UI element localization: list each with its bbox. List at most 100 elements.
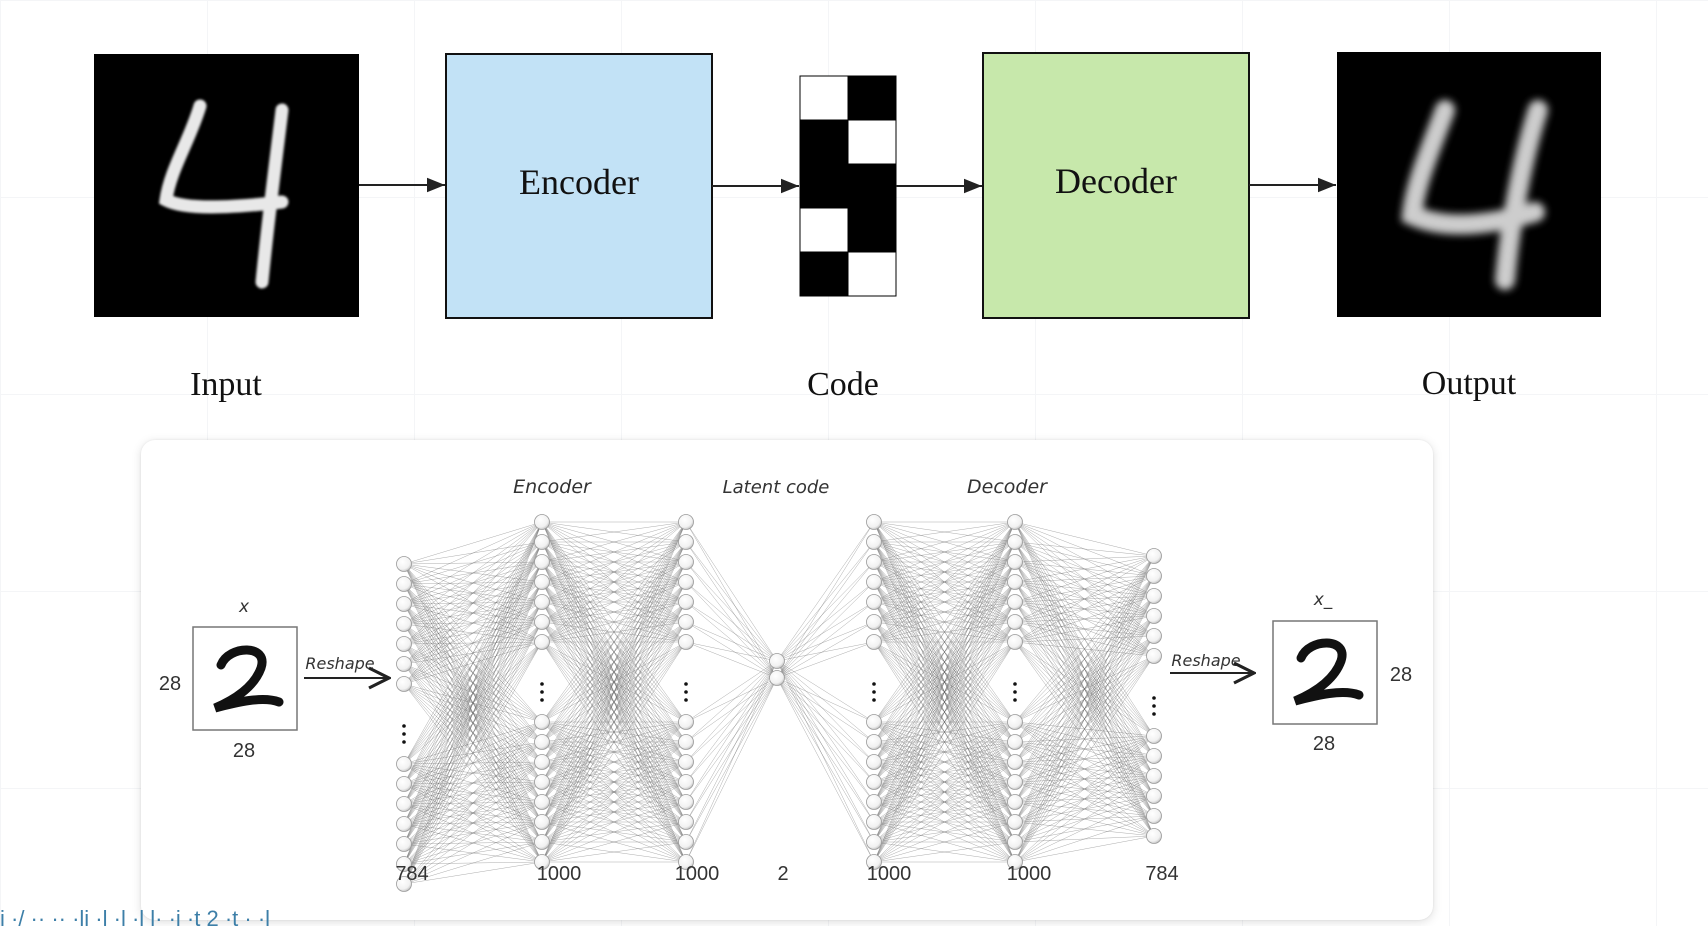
- connection-line: [873, 521, 1016, 583]
- connection-line: [685, 641, 778, 679]
- neuron: [678, 514, 694, 530]
- ellipsis-dot: [872, 698, 876, 702]
- connection-line: [776, 660, 875, 763]
- connection-line: [776, 660, 875, 863]
- layer-size-label: 1000: [867, 863, 912, 885]
- connection-line: [776, 677, 875, 763]
- input-symbol-x: x: [238, 597, 250, 617]
- connection-line: [873, 781, 1016, 863]
- connection-line: [776, 541, 875, 662]
- neuron: [678, 594, 694, 610]
- connection-line: [1014, 555, 1155, 803]
- connection-line: [403, 721, 543, 825]
- neuron: [396, 616, 412, 632]
- neuron: [866, 554, 882, 570]
- connection-line: [1014, 555, 1155, 643]
- neuron: [396, 776, 412, 792]
- ellipsis-dot: [402, 732, 406, 736]
- neuron: [534, 534, 550, 550]
- connection-line: [685, 601, 778, 662]
- neuron: [396, 656, 412, 672]
- connection-line: [541, 781, 687, 863]
- connection-line: [1014, 615, 1155, 863]
- neuron: [534, 614, 550, 630]
- code-cell: [847, 163, 897, 209]
- connection-line: [403, 521, 543, 765]
- neuron: [534, 754, 550, 770]
- connection-line: [403, 581, 543, 685]
- encoder-label: Encoder: [519, 162, 639, 202]
- neuron: [866, 714, 882, 730]
- connection-line: [776, 660, 875, 843]
- connection-line: [403, 721, 543, 885]
- connection-line: [873, 521, 1016, 783]
- connection-line: [873, 521, 1016, 623]
- connection-line: [403, 521, 543, 565]
- neuron: [534, 854, 550, 870]
- connection-line: [685, 660, 778, 743]
- neuron: [678, 534, 694, 550]
- connection-line: [685, 601, 778, 679]
- connection-line: [685, 621, 778, 679]
- neuron: [678, 854, 694, 870]
- output-height-label: 28: [1390, 664, 1412, 686]
- connection-line: [685, 677, 778, 783]
- neuron: [534, 714, 550, 730]
- connection-line: [1014, 555, 1155, 583]
- neuron: [396, 876, 412, 892]
- ellipsis-dot: [872, 690, 876, 694]
- connection-line: [541, 521, 687, 763]
- connection-line: [685, 581, 778, 662]
- connection-line: [685, 521, 778, 662]
- neuron: [534, 594, 550, 610]
- connection-line: [403, 601, 543, 885]
- connection-line: [1014, 555, 1155, 603]
- connection-line: [873, 521, 1016, 603]
- connection-line: [776, 677, 875, 743]
- connection-line: [776, 521, 875, 662]
- neuron: [678, 794, 694, 810]
- connection-line: [873, 521, 1016, 763]
- neuron: [866, 814, 882, 830]
- neuron: [534, 574, 550, 590]
- connection-line: [776, 677, 875, 823]
- connection-line: [1014, 815, 1155, 863]
- connection-line: [873, 521, 1016, 803]
- neuron: [396, 796, 412, 812]
- connection-line: [685, 660, 778, 803]
- layer-size-label: 2: [777, 863, 788, 885]
- network-architecture-diagram: Encoder Latent code Decoder x 28 28 Resh…: [159, 476, 1412, 892]
- connection-line: [1014, 555, 1155, 863]
- connection-line: [873, 521, 1016, 843]
- neuron: [1007, 554, 1023, 570]
- connection-line: [685, 677, 778, 723]
- connection-line: [873, 641, 1016, 863]
- connection-line: [403, 801, 543, 885]
- neuron: [1007, 614, 1023, 630]
- neuron: [1007, 814, 1023, 830]
- connection-line: [873, 741, 1016, 863]
- connection-line: [873, 841, 1016, 863]
- neuron: [1146, 748, 1162, 764]
- connection-line: [541, 521, 687, 743]
- connection-line: [541, 521, 687, 623]
- connection-line: [541, 521, 687, 543]
- neuron: [1146, 728, 1162, 744]
- neuron: [1146, 788, 1162, 804]
- neuron: [1007, 634, 1023, 650]
- output-image: [1337, 52, 1601, 317]
- neuron: [1007, 794, 1023, 810]
- ellipsis-dot: [1152, 712, 1156, 716]
- code-cell: [799, 75, 849, 121]
- neuron: [678, 634, 694, 650]
- connection-line: [685, 581, 778, 679]
- connection-line: [1014, 555, 1155, 763]
- connection-line: [776, 677, 875, 803]
- connection-line: [541, 521, 687, 563]
- connection-line: [541, 741, 687, 863]
- reshape-in-label: Reshape: [305, 654, 374, 673]
- neuron: [534, 834, 550, 850]
- neuron: [1146, 808, 1162, 824]
- connection-line: [1014, 555, 1155, 823]
- ellipsis-dot: [402, 740, 406, 744]
